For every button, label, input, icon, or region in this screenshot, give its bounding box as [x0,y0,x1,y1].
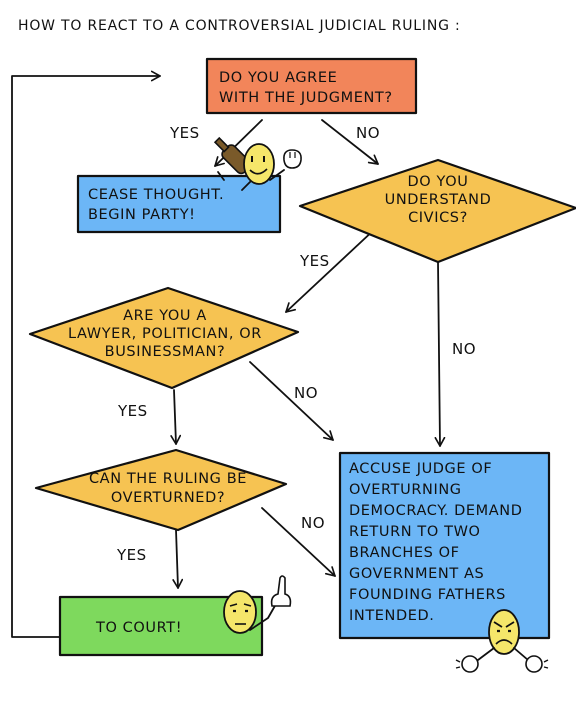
accuse-line-6: GOVERNMENT AS [349,566,484,582]
accuse-line-3: DEMOCRACY. DEMAND [349,503,523,519]
court-label: TO COURT! [95,620,182,636]
lawyer-line-3: BUSINESSMAN? [105,344,226,360]
accuse-line-7: FOUNDING FATHERS [349,587,506,603]
agree-yes-label: YES [169,124,200,142]
accuse-line-5: BRANCHES OF [349,545,460,561]
agree-node: DO YOU AGREE WITH THE JUDGMENT? [205,57,418,115]
lawyer-no-arrow [249,361,334,441]
fist-icon [283,149,302,169]
agree-line-2: WITH THE JUDGMENT? [219,90,393,106]
lawyer-yes-arrow [170,389,182,445]
accuse-line-8: INTENDED. [349,608,435,624]
lawyer-node: ARE YOU A LAWYER, POLITICIAN, OR BUSINES… [28,286,300,390]
agree-no-arrow [321,119,379,165]
loop-back-connector [11,70,161,638]
overturn-node: CAN THE RULING BE OVERTURNED? [34,448,288,532]
party-line-1: CEASE THOUGHT. [88,187,224,203]
overturn-no-label: NO [301,514,325,532]
accuse-line-4: RETURN TO TWO [349,524,481,540]
lawyer-line-2: LAWYER, POLITICIAN, OR [68,326,262,342]
clenched-fists-icon [455,655,549,673]
civics-no-label: NO [452,340,476,358]
civics-line-1: DO YOU [408,174,469,190]
agree-yes-arrow [214,119,263,167]
agree-no-label: NO [356,124,380,142]
overturn-line-2: OVERTURNED? [111,490,225,506]
overturn-yes-arrow [172,529,184,589]
connectors [11,70,446,638]
civics-no-arrow [434,261,446,447]
lawyer-line-1: ARE YOU A [123,308,207,324]
accuse-node: ACCUSE JUDGE OF OVERTURNING DEMOCRACY. D… [338,451,551,640]
agree-line-1: DO YOU AGREE [219,70,337,86]
angry-face-icon [477,609,529,661]
overturn-no-arrow [261,507,336,577]
party-node: CEASE THOUGHT. BEGIN PARTY! [76,174,282,234]
overturn-yes-label: YES [116,546,147,564]
accuse-line-2: OVERTURNING [349,482,462,498]
civics-node: DO YOU UNDERSTAND CIVICS? [298,158,576,264]
civics-yes-label: YES [299,252,330,270]
lawyer-yes-label: YES [117,402,148,420]
chart-title: HOW TO REACT TO A CONTROVERSIAL JUDICIAL… [18,18,461,34]
civics-line-3: CIVICS? [408,210,468,226]
pointing-hand-icon [270,575,292,607]
party-line-2: BEGIN PARTY! [88,207,196,223]
calm-face-icon [223,590,277,634]
overturn-line-1: CAN THE RULING BE [89,471,247,487]
accuse-line-1: ACCUSE JUDGE OF [349,461,492,477]
civics-yes-arrow [285,227,377,313]
civics-line-2: UNDERSTAND [385,192,492,208]
lawyer-no-label: NO [294,384,318,402]
happy-face-icon [241,143,285,191]
